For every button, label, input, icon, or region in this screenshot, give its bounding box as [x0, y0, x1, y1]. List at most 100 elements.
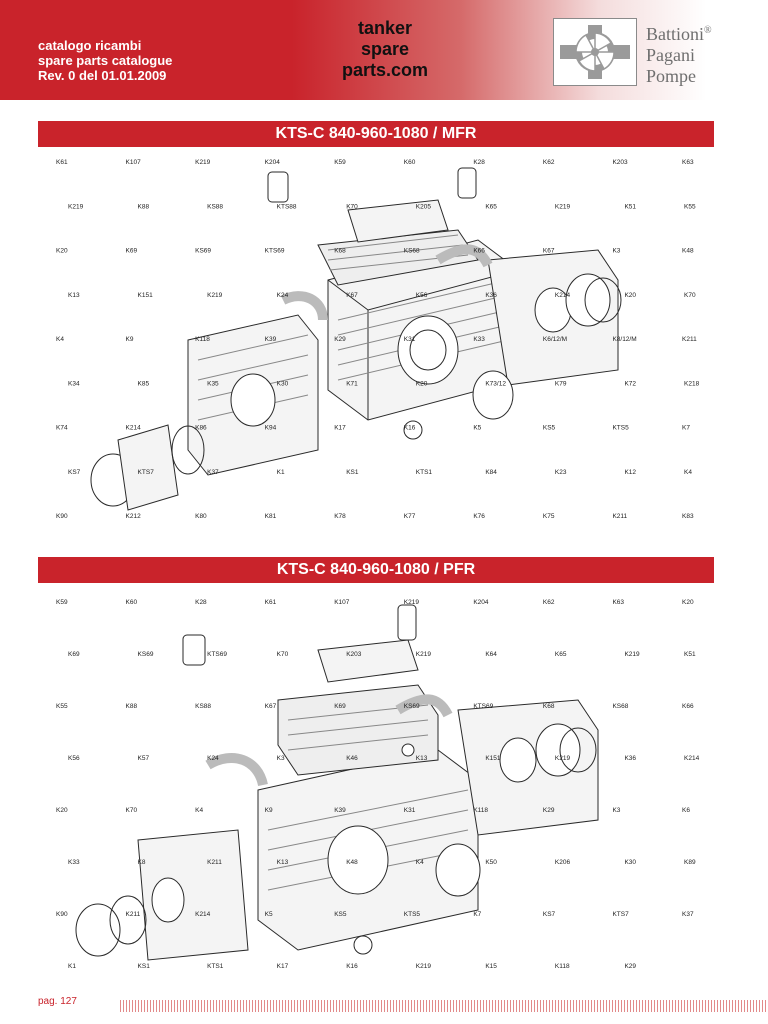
part-label: K78	[334, 513, 346, 520]
part-label: K219	[555, 203, 571, 210]
part-label: K4	[416, 859, 424, 866]
part-label: K118	[555, 963, 570, 970]
page-number: pag. 127	[38, 996, 77, 1007]
part-label: K90	[56, 911, 68, 918]
part-label: K211	[207, 859, 222, 866]
part-label: KS1	[346, 469, 359, 476]
part-label: K204	[265, 159, 281, 166]
part-label: K5	[265, 911, 273, 918]
part-label: K35	[207, 380, 219, 387]
part-label: K61	[265, 599, 277, 606]
part-label: KS5	[543, 425, 556, 432]
part-label: K76	[473, 513, 485, 520]
part-label: K219	[624, 651, 640, 658]
part-label: K72	[624, 380, 636, 387]
part-label: K13	[68, 292, 80, 299]
part-label: K218	[684, 380, 700, 387]
part-label: K56	[68, 755, 80, 762]
part-label: K85	[138, 380, 150, 387]
part-label: K1	[277, 469, 285, 476]
part-label: K30	[277, 380, 289, 387]
part-label: K60	[404, 159, 416, 166]
part-label: K90	[56, 513, 68, 520]
part-label: KTS5	[404, 911, 421, 918]
part-label: K51	[684, 651, 696, 658]
part-label: K37	[682, 911, 694, 918]
part-label: K62	[543, 599, 555, 606]
part-label: KS68	[404, 248, 420, 255]
part-label: K67	[265, 703, 277, 710]
part-label: K88	[138, 203, 150, 210]
page-header: catalogo ricambi spare parts catalogue R…	[0, 0, 768, 100]
part-label: KTS69	[207, 651, 227, 658]
part-label: K13	[277, 859, 289, 866]
site-name-line: spare	[360, 39, 410, 59]
part-label: K9	[265, 807, 273, 814]
part-label: KS1	[138, 963, 151, 970]
part-label: K29	[624, 963, 636, 970]
site-name: tanker spare parts.com	[300, 18, 470, 81]
part-label: K33	[473, 336, 485, 343]
part-label: K204	[473, 599, 489, 606]
part-label: K65	[555, 651, 567, 658]
part-label: K3	[277, 755, 285, 762]
part-label: K5	[473, 425, 481, 432]
part-label: KTS1	[207, 963, 224, 970]
part-label: K219	[416, 651, 432, 658]
part-label: K219	[195, 159, 211, 166]
part-label: KS69	[404, 703, 420, 710]
section-title-mfr: KTS-C 840-960-1080 / MFR	[38, 121, 714, 147]
part-label: K20	[682, 599, 694, 606]
part-label: K80	[195, 513, 207, 520]
site-name-line: tanker	[357, 18, 413, 38]
part-label: KTS1	[416, 469, 433, 476]
part-label: K16	[404, 425, 416, 432]
part-label: K219	[555, 755, 571, 762]
part-label: KTS88	[277, 203, 297, 210]
part-label: K30	[624, 859, 636, 866]
part-label: K48	[682, 248, 694, 255]
part-label: K59	[334, 159, 346, 166]
part-label: K107	[334, 599, 350, 606]
part-label: K24	[207, 755, 219, 762]
part-label: K29	[334, 336, 346, 343]
part-label: K67	[543, 248, 555, 255]
part-label: K219	[68, 203, 84, 210]
part-label: K65	[485, 203, 497, 210]
part-label: K211	[612, 513, 627, 520]
part-label: K151	[485, 755, 501, 762]
part-label: K206	[555, 859, 571, 866]
part-label: K214	[195, 911, 211, 918]
part-label: K4	[684, 469, 692, 476]
part-label: K70	[346, 203, 358, 210]
part-label: K17	[277, 963, 289, 970]
part-label: K36	[485, 292, 497, 299]
part-label: K71	[346, 380, 358, 387]
part-label: K214	[555, 292, 571, 299]
part-label: K89	[684, 859, 696, 866]
part-label: K66	[682, 703, 694, 710]
part-label: KTS7	[612, 911, 629, 918]
part-label: K211	[126, 911, 141, 918]
part-label: K73/12	[485, 380, 506, 387]
part-label: K4	[56, 336, 64, 343]
part-label: K31	[404, 336, 416, 343]
catalog-title-it: catalogo ricambi	[38, 38, 142, 53]
part-label: K16	[346, 963, 358, 970]
part-label: K59	[56, 599, 68, 606]
catalog-title-en: spare parts catalogue	[38, 53, 173, 68]
part-label: K20	[56, 248, 68, 255]
site-name-line: parts.com	[341, 60, 429, 80]
part-label: K151	[138, 292, 154, 299]
part-label: K13	[416, 755, 428, 762]
part-label: K60	[126, 599, 138, 606]
part-label: K39	[265, 336, 277, 343]
part-label: K1	[68, 963, 76, 970]
footer-stripe	[120, 1000, 768, 1012]
part-label: K67	[346, 292, 358, 299]
part-label: K6	[682, 807, 690, 814]
